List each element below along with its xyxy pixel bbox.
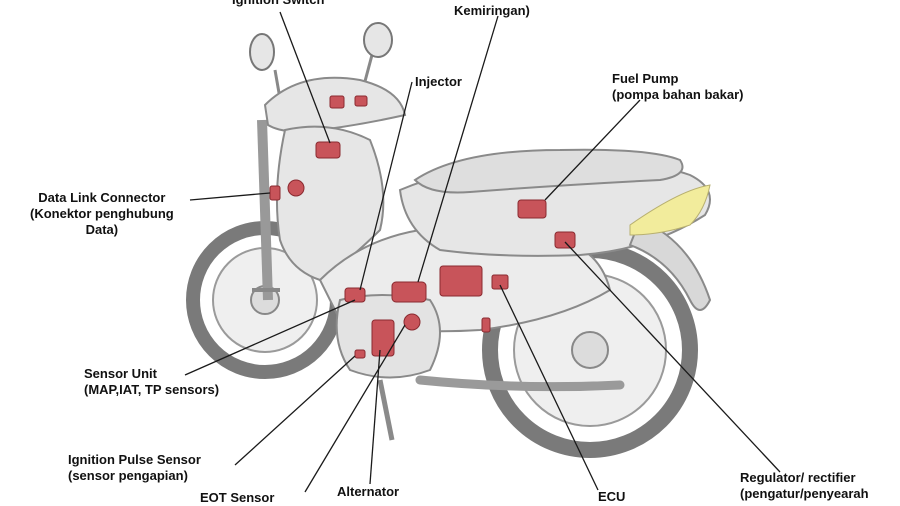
label-ignition-pulse-sensor: Ignition Pulse Sensor (sensor pengapian): [68, 452, 201, 484]
leader-fuel-pump: [544, 99, 641, 201]
label-bank-angle-line2: Kemiringan): [454, 3, 530, 18]
label-regulator-line2: (pengatur/penyearah: [740, 486, 869, 501]
red-components: [269, 95, 576, 359]
leader-eot: [304, 324, 406, 493]
label-eot-sensor: EOT Sensor: [200, 490, 274, 506]
leader-injector: [359, 81, 413, 291]
label-fuel-pump: Fuel Pump (pompa bahan bakar): [612, 71, 743, 103]
leader-ignition-pulse: [234, 355, 356, 466]
label-sensor-unit-line2: (MAP,IAT, TP sensors): [84, 382, 220, 397]
label-fuel-pump-line2: (pompa bahan bakar): [612, 87, 744, 102]
label-fuel-pump-name: Fuel Pump: [612, 71, 679, 86]
label-regulator-name: Regulator/ rectifier: [740, 470, 856, 485]
label-ignition-switch-name: Ignition Switch: [232, 0, 324, 8]
leader-regulator: [564, 241, 781, 473]
leader-sensor-unit: [184, 299, 356, 376]
label-alternator: Alternator: [337, 484, 399, 500]
leader-ecu: [499, 284, 599, 491]
label-data-link-connector: Data Link Connector (Konektor penghubung…: [30, 190, 174, 238]
label-bank-angle-sensor: Kemiringan): [454, 3, 530, 19]
leader-lines: [184, 11, 781, 493]
leader-ignition-switch: [279, 11, 331, 144]
label-ignition-pulse-name: Ignition Pulse Sensor: [68, 452, 201, 467]
label-dlc-line2: (Konektor penghubung: [30, 206, 174, 221]
label-eot-name: EOT Sensor: [200, 490, 275, 505]
label-ignition-switch: Ignition Switch: [232, 0, 324, 8]
label-sensor-unit: Sensor Unit (MAP,IAT, TP sensors): [84, 366, 219, 398]
label-ignition-pulse-line2: (sensor pengapian): [68, 468, 188, 483]
label-dlc-name: Data Link Connector: [38, 190, 166, 205]
label-injector: Injector: [415, 74, 462, 90]
label-sensor-unit-name: Sensor Unit: [84, 366, 157, 381]
label-injector-name: Injector: [415, 74, 462, 89]
leader-bank-angle: [417, 15, 499, 283]
label-alternator-name: Alternator: [337, 484, 400, 499]
leader-alternator: [369, 349, 381, 485]
front-fork: [252, 119, 280, 301]
label-ecu: ECU: [598, 489, 625, 505]
leader-dlc: [189, 192, 271, 201]
label-dlc-line3: Data): [85, 222, 119, 237]
seat-highlight: [629, 184, 711, 236]
label-ecu-name: ECU: [598, 489, 626, 504]
label-regulator-rectifier: Regulator/ rectifier (pengatur/penyearah: [740, 470, 869, 502]
